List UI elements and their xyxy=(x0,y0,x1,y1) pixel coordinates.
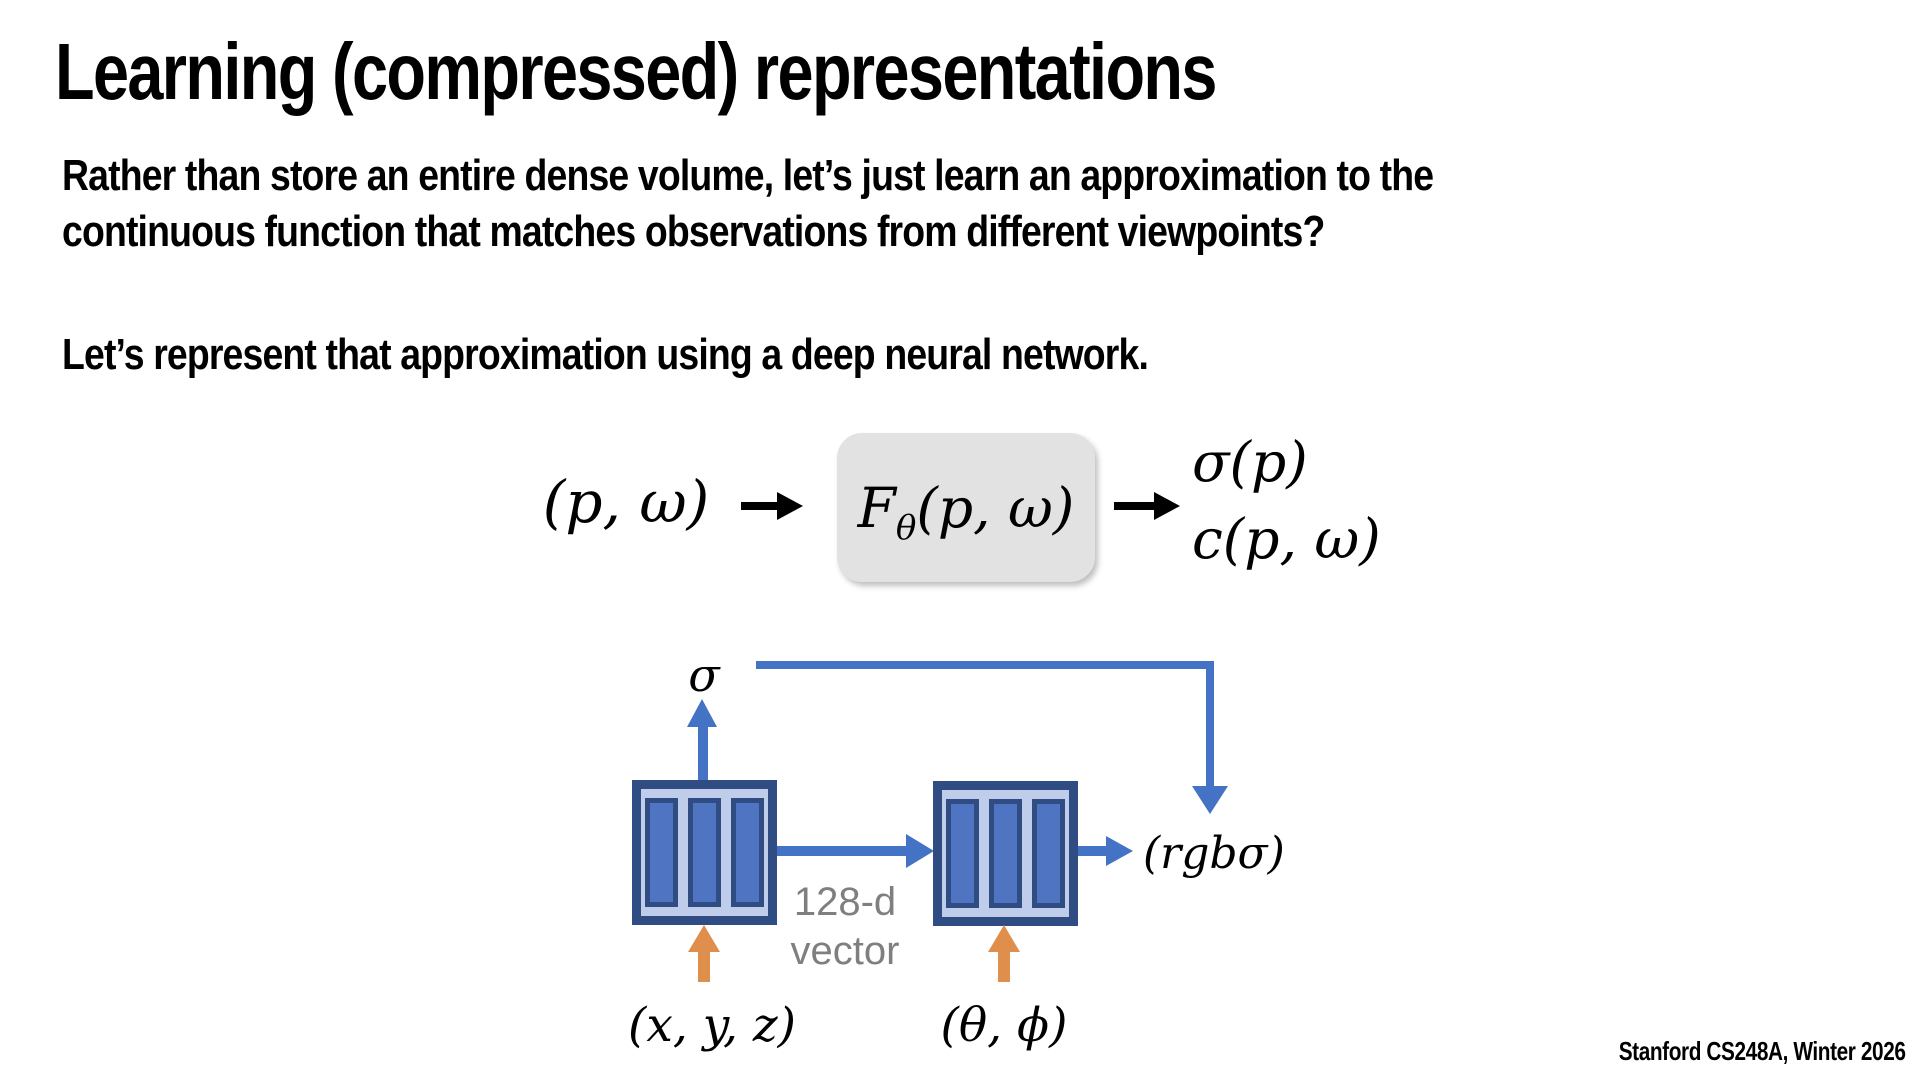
network-function-box: Fθ(p, ω) xyxy=(837,433,1095,582)
right-arrow-icon xyxy=(1114,502,1154,510)
network-paragraph: Let’s represent that approximation using… xyxy=(62,330,1149,379)
slide-footer: Stanford CS248A, Winter 2026 xyxy=(1619,1036,1906,1066)
intro-paragraph: Rather than store an entire dense volume… xyxy=(62,148,1434,260)
intro-line-1: Rather than store an entire dense volume… xyxy=(62,151,1434,200)
sigma-up-arrow xyxy=(698,726,708,782)
sigma-skip-line-vertical xyxy=(1206,661,1214,787)
mlp-layer-bar xyxy=(989,799,1022,908)
output-arrow xyxy=(1078,846,1106,856)
rgb-sigma-output-label: (rgbσ) xyxy=(1143,828,1285,879)
network-function-label: Fθ(p, ω) xyxy=(857,475,1075,548)
mlp-layer-bar xyxy=(731,798,764,907)
formula-output-density: σ(p) xyxy=(1192,430,1308,494)
page-title: Learning (compressed) representations xyxy=(55,27,1217,116)
down-arrow-icon xyxy=(1192,786,1228,814)
mlp-layer-bar xyxy=(1032,799,1065,908)
sigma-output-label: σ xyxy=(688,648,720,702)
direction-input-label: (θ, ϕ) xyxy=(940,998,1068,1053)
up-arrow-icon xyxy=(688,925,720,952)
hidden-vector-arrow xyxy=(777,846,906,856)
formula-input-label: (p, ω) xyxy=(542,468,710,536)
up-arrow-icon xyxy=(988,925,1020,952)
mlp-layer-bar xyxy=(645,798,678,907)
direction-input-arrow xyxy=(998,952,1010,982)
mlp-layer-bar xyxy=(946,799,979,908)
position-input-label: (x, y, z) xyxy=(628,998,797,1053)
mlp-layer-bar xyxy=(688,798,721,907)
mlp-block-1 xyxy=(632,780,777,925)
formula-output-labels: σ(p) c(p, ω) xyxy=(1192,424,1381,578)
right-arrow-icon xyxy=(1106,836,1133,866)
up-arrow-icon xyxy=(687,699,717,727)
intro-line-2: continuous function that matches observa… xyxy=(62,207,1325,256)
right-arrow-icon xyxy=(906,834,934,868)
mlp-block-2 xyxy=(933,781,1078,926)
formula-output-color: c(p, ω) xyxy=(1192,507,1381,571)
sigma-skip-line-horizontal xyxy=(756,661,1214,669)
right-arrow-icon xyxy=(1154,492,1180,520)
hidden-vector-label: 128-d vector xyxy=(790,880,900,973)
position-input-arrow xyxy=(698,952,710,982)
right-arrow-icon xyxy=(741,502,777,510)
right-arrow-icon xyxy=(777,492,803,520)
